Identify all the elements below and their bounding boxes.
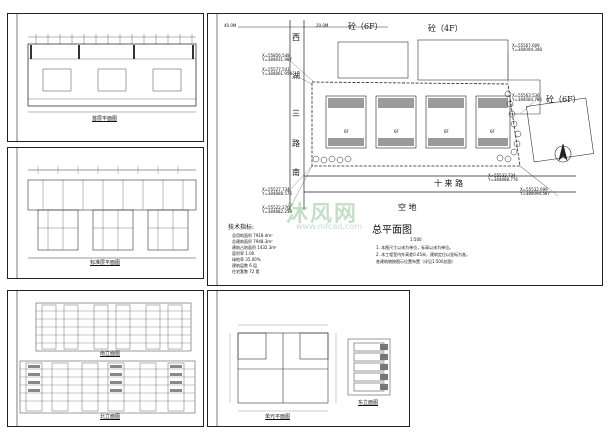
site-plan-title: 总平面图 <box>372 225 412 236</box>
road-west-char-1: 西 <box>292 33 300 42</box>
coord-bottom-right-2: X=55532.699 Y=384094.567 <box>520 187 550 196</box>
tech-indicators-title: 技术指标: <box>228 224 255 231</box>
coord-top-left: X=55856.548 Y=384831.987 <box>262 53 292 62</box>
road-west-char-5: 南 <box>292 168 300 177</box>
building-c-label: 6F <box>444 129 449 134</box>
sheet-site-plan[interactable]: 40.0M 20.0M 西 湖 三 路 南 砼（6F） 砼（4F） 砼（6F） … <box>207 13 603 286</box>
road-west-char-4: 路 <box>292 139 300 148</box>
standard-plan-caption: 标准层平面图 <box>90 260 121 266</box>
watermark-logo: 沐风网 <box>286 202 359 227</box>
tech-row: 总用地面积 7918.4m² <box>232 233 273 238</box>
site-plan-drawing <box>216 14 594 285</box>
block-6f-right-label: 砼（6F） <box>546 95 581 104</box>
tech-row: 容积率 1.00 <box>232 251 255 256</box>
open-space-label: 空 地 <box>398 203 417 212</box>
road-west-char-3: 三 <box>292 109 300 118</box>
coord-right: X=55563.536 Y=384084.786 <box>512 93 542 102</box>
sheet-standard-floor-plan[interactable]: 标准层平面图 <box>7 147 204 279</box>
road-west-char-2: 湖 <box>292 71 300 80</box>
standard-floor-plan-drawing <box>16 148 197 278</box>
watermark-url: www.mfcad.com <box>296 222 363 231</box>
road-south-label: 十 来 路 <box>434 179 464 188</box>
unit-plan-drawing <box>216 291 391 426</box>
tech-row: 住宅套数 72 套 <box>232 269 260 274</box>
building-a-label: 6F <box>344 129 349 134</box>
side-elevation-caption: 东立面图 <box>358 400 379 406</box>
ground-plan-caption: 首层平面图 <box>92 116 118 122</box>
tech-row: 绿地率 35.00% <box>232 257 261 262</box>
coord-bottom-right-1: X=55532.734 Y=384888.776 <box>488 173 518 182</box>
site-note-2: 2. 本工程室内外高差0.45米，建筑定位以坐标为准。 <box>376 252 470 257</box>
site-dim-mid: 20.0M <box>316 23 329 28</box>
elevation-caption-front: 南立面图 <box>100 351 121 357</box>
elevations-drawing <box>16 291 196 426</box>
site-dim-left: 40.0M <box>224 23 237 28</box>
unit-plan-caption: 单元平面图 <box>265 414 291 420</box>
site-note-1: 1. 本图尺寸以米为单位，标高以米为单位。 <box>376 245 454 250</box>
tech-row: 建筑层数 6 层 <box>232 263 258 268</box>
ground-floor-plan-drawing <box>16 14 197 141</box>
site-note-3: 各建筑物按图示位置布置（详见1:500总图） <box>376 259 456 264</box>
coord-bottom: X=55522.276 Y=384882.258 <box>262 205 292 214</box>
sheet-ground-floor-plan[interactable]: 首层平面图 <box>7 13 204 142</box>
coord-bottom-left: X=55527.734 Y=384888.576 <box>262 187 292 196</box>
coord-top-right: X=55567.609 Y=384094.348 <box>512 43 542 52</box>
coord-left: X=55577.541 Y=384861.954 <box>262 67 292 76</box>
elevation-caption-back: 北立面图 <box>100 414 121 420</box>
sheet-elevations[interactable]: 南立面图 北立面图 <box>7 290 204 427</box>
building-b-label: 6F <box>394 129 399 134</box>
block-4f-label: 砼（4F） <box>428 24 463 33</box>
sheet-unit-plan-and-side-elevation[interactable]: 单元平面图 东立面图 <box>207 290 410 427</box>
block-6f-top-label: 砼（6F） <box>348 22 383 31</box>
site-plan-scale: 1:500 <box>410 237 422 242</box>
building-d-label: 6F <box>490 129 495 134</box>
tech-row: 建筑占地面积 1432.3m² <box>232 245 277 250</box>
tech-row: 总建筑面积 7948.3m² <box>232 239 273 244</box>
